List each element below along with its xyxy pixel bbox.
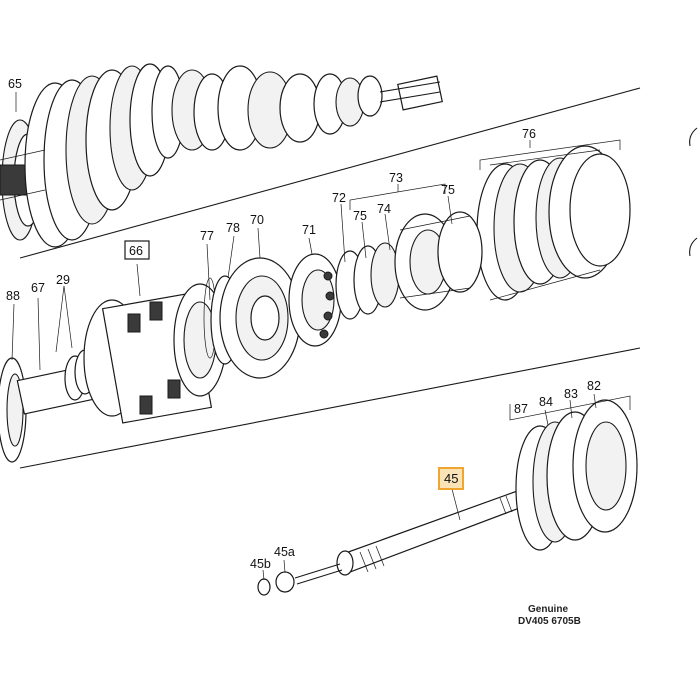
- label-45-highlight-box: [438, 467, 464, 490]
- label-71: 71: [302, 223, 316, 237]
- upper-assembly-group: [0, 63, 631, 301]
- label-73: 73: [389, 171, 403, 185]
- label-29: 29: [56, 273, 70, 287]
- label-87: 87: [514, 402, 528, 416]
- label-88: 88: [6, 289, 20, 303]
- label-84: 84: [539, 395, 553, 409]
- part-labels: 65 76 73 72 75 75 74 71 70 78 77 66 88 6…: [6, 77, 601, 627]
- label-70: 70: [250, 213, 264, 227]
- label-45: 45: [444, 471, 458, 486]
- label-78: 78: [226, 221, 240, 235]
- divider-line-upper: [19, 87, 641, 259]
- edge-fragment-upper: [689, 127, 698, 147]
- label-83: 83: [564, 387, 578, 401]
- label-82: 82: [587, 379, 601, 393]
- middle-assembly-group: [0, 211, 483, 463]
- edge-fragment-lower: [689, 237, 698, 257]
- leader-lines: [11, 92, 631, 581]
- label-76: 76: [522, 127, 536, 141]
- label-65: 65: [8, 77, 22, 91]
- planet-carrier-66: [83, 283, 227, 424]
- label-45a: 45a: [274, 545, 295, 559]
- label-75-right: 75: [441, 183, 455, 197]
- label-74: 74: [377, 202, 391, 216]
- lower-assembly-group: [257, 399, 638, 596]
- label-75-left: 75: [353, 209, 367, 223]
- shaft-45: [336, 483, 534, 576]
- part-45a: [275, 571, 295, 593]
- label-67: 67: [31, 281, 45, 295]
- label-77: 77: [200, 229, 214, 243]
- label-66-box: [124, 240, 150, 260]
- label-66: 66: [129, 244, 143, 258]
- label-72: 72: [332, 191, 346, 205]
- part-45b: [257, 578, 271, 596]
- label-45b: 45b: [250, 557, 271, 571]
- part-number-stamp: DV405 6705B: [518, 616, 581, 627]
- genuine-stamp: Genuine: [528, 604, 568, 615]
- divider-line-lower: [19, 347, 641, 469]
